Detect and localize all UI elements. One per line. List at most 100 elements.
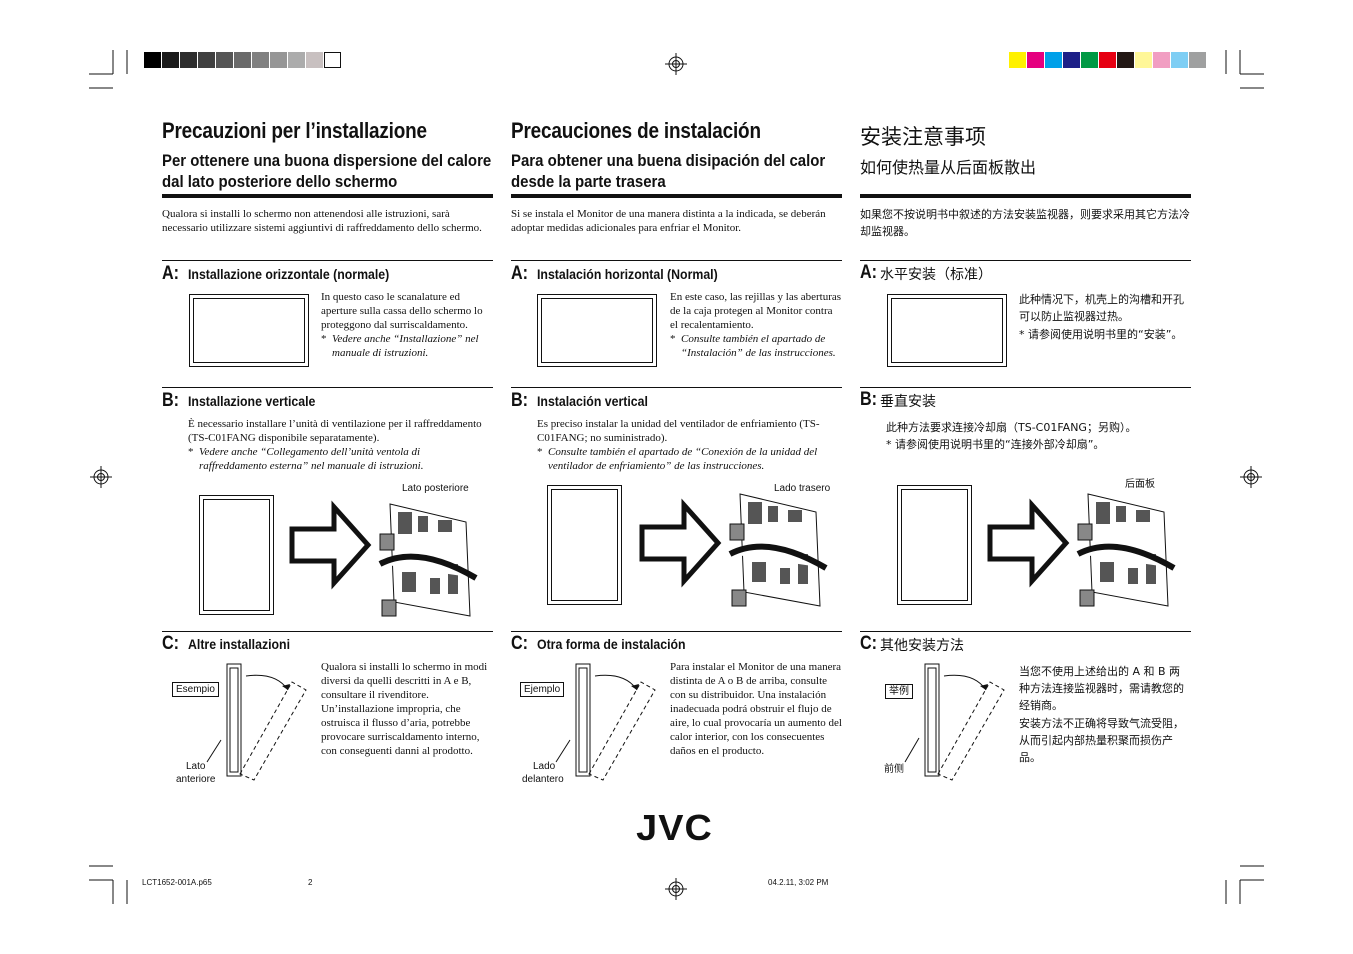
- gray-swatch: [144, 52, 161, 68]
- section-b-heading: B: Installazione verticale: [162, 390, 315, 412]
- color-swatch: [1189, 52, 1206, 68]
- rear-side-label: Lado trasero: [774, 483, 831, 494]
- page-title: Precauzioni per l’installazione: [162, 118, 427, 143]
- horizontal-monitor-illustration: [189, 294, 309, 367]
- section-title: 垂直安装: [880, 394, 936, 410]
- page-title: 安装注意事项: [860, 125, 986, 149]
- tilted-install-illustration: [226, 663, 307, 781]
- section-a-note: *Vedere anche “Installazione” nel manual…: [321, 333, 479, 359]
- section-c-text: 当您不使用上述给出的 A 和 B 两种方法连接监视器时，需请教您的经销商。: [1019, 665, 1184, 712]
- section-title: Otra forma de instalación: [537, 636, 686, 652]
- divider: [511, 387, 842, 388]
- section-letter: A:: [860, 262, 878, 283]
- pointer-line: [904, 737, 920, 763]
- section-title: Altre installazioni: [188, 636, 291, 652]
- vertical-monitor-illustration: [547, 485, 622, 605]
- color-swatch: [1063, 52, 1080, 68]
- registration-targets: [90, 53, 1262, 900]
- section-letter: B:: [162, 390, 180, 411]
- pointer-line: [555, 739, 571, 763]
- section-a-text: En este caso, las rejillas y las abertur…: [670, 291, 842, 331]
- section-a-heading: A: Installazione orizzontale (normale): [162, 263, 389, 285]
- footer-page-number: 2: [308, 878, 313, 887]
- divider: [860, 631, 1191, 632]
- gray-swatch: [216, 52, 233, 68]
- section-title: 其他安装方法: [880, 638, 964, 654]
- section-letter: A:: [511, 263, 529, 284]
- front-side-label: delantero: [522, 774, 564, 785]
- section-title: 水平安装（标准）: [880, 267, 992, 283]
- section-c-text: Para instalar el Monitor de una manera d…: [670, 661, 842, 757]
- section-a-note: *Consulte también el apartado de “Instal…: [670, 333, 836, 359]
- section-letter: C:: [162, 633, 180, 654]
- vertical-monitor-illustration: [199, 495, 274, 615]
- tilted-install-illustration: [924, 663, 1005, 781]
- section-letter: A:: [162, 263, 180, 284]
- divider: [511, 260, 842, 261]
- rear-side-label: 后面板: [1125, 479, 1155, 490]
- section-c-heading: C: 其他安装方法: [860, 633, 964, 655]
- section-a-heading: A: Instalación horizontal (Normal): [511, 263, 718, 285]
- divider: [162, 387, 493, 388]
- section-b-heading: B: Instalación vertical: [511, 390, 648, 412]
- gray-swatch: [198, 52, 215, 68]
- section-a-note: * 请参阅使用说明书里的“安装”。: [1019, 328, 1183, 341]
- section-c-heading: C: Altre installazioni: [162, 633, 290, 655]
- page-title: Precauciones de instalación: [511, 118, 761, 143]
- rear-side-label: Lato posteriore: [402, 483, 469, 494]
- pointer-line: [206, 739, 222, 763]
- intro-text: Qualora si installi lo schermo non atten…: [162, 208, 482, 234]
- color-swatch: [1099, 52, 1116, 68]
- divider: [162, 194, 493, 198]
- color-swatch: [1027, 52, 1044, 68]
- section-letter: C:: [511, 633, 529, 654]
- gray-swatch: [162, 52, 179, 68]
- example-label: 举例: [885, 684, 913, 699]
- divider: [162, 631, 493, 632]
- section-c-heading: C: Otra forma de instalación: [511, 633, 686, 655]
- page-subtitle: Per ottenere una buona dispersione del c…: [162, 151, 492, 191]
- front-side-label: Lato: [186, 761, 206, 772]
- section-b-text: 此种方法要求连接冷却扇（TS-C01FANG；另购）。: [886, 421, 1137, 434]
- divider: [511, 631, 842, 632]
- section-b-note: * 请参阅使用说明书里的“连接外部冷却扇”。: [886, 438, 1105, 451]
- divider: [860, 260, 1191, 261]
- section-c-text: 安装方法不正确将导致气流受阻，从而引起内部热量积聚而损伤产品。: [1019, 717, 1184, 764]
- section-a-heading: A: 水平安装（标准）: [860, 262, 992, 284]
- gray-swatch: [234, 52, 251, 68]
- color-swatch: [1045, 52, 1062, 68]
- arrow-right-icon: [987, 498, 1070, 588]
- section-b-note: *Vedere anche “Collegamento dell’unità v…: [188, 446, 424, 472]
- divider: [860, 194, 1191, 198]
- divider: [511, 194, 842, 198]
- section-b-note: *Consulte también el apartado de “Conexi…: [537, 446, 818, 472]
- section-title: Instalación horizontal (Normal): [537, 266, 718, 282]
- front-side-label: anteriore: [176, 774, 216, 785]
- divider: [162, 260, 493, 261]
- section-letter: B:: [511, 390, 529, 411]
- footer-filename: LCT1652-001A.p65: [142, 878, 212, 887]
- example-label: Ejemplo: [520, 682, 565, 697]
- intro-text: Si se instala el Monitor de una manera d…: [511, 208, 826, 234]
- gray-swatch: [180, 52, 197, 68]
- color-swatch: [1153, 52, 1170, 68]
- section-c-text: Qualora si installi lo schermo in modi d…: [321, 661, 488, 757]
- arrow-right-icon: [289, 500, 372, 590]
- section-letter: C:: [860, 633, 878, 654]
- section-b-text: Es preciso instalar la unidad del ventil…: [537, 418, 820, 444]
- color-swatch: [1081, 52, 1098, 68]
- section-title: Instalación vertical: [537, 393, 648, 409]
- gray-swatch: [306, 52, 323, 68]
- example-label: Esempio: [172, 682, 219, 697]
- section-b-heading: B: 垂直安装: [860, 389, 936, 411]
- gray-swatch: [252, 52, 269, 68]
- footer-timestamp: 04.2.11, 3:02 PM: [768, 878, 829, 887]
- section-letter: B:: [860, 389, 878, 410]
- gray-swatch: [288, 52, 305, 68]
- page-subtitle: 如何使热量从后面板散出: [860, 158, 1037, 177]
- section-a-text: 此种情况下，机壳上的沟槽和开孔可以防止监视器过热。: [1019, 293, 1184, 323]
- horizontal-monitor-illustration: [537, 294, 657, 367]
- section-title: Installazione verticale: [188, 393, 316, 409]
- horizontal-monitor-illustration: [887, 294, 1007, 367]
